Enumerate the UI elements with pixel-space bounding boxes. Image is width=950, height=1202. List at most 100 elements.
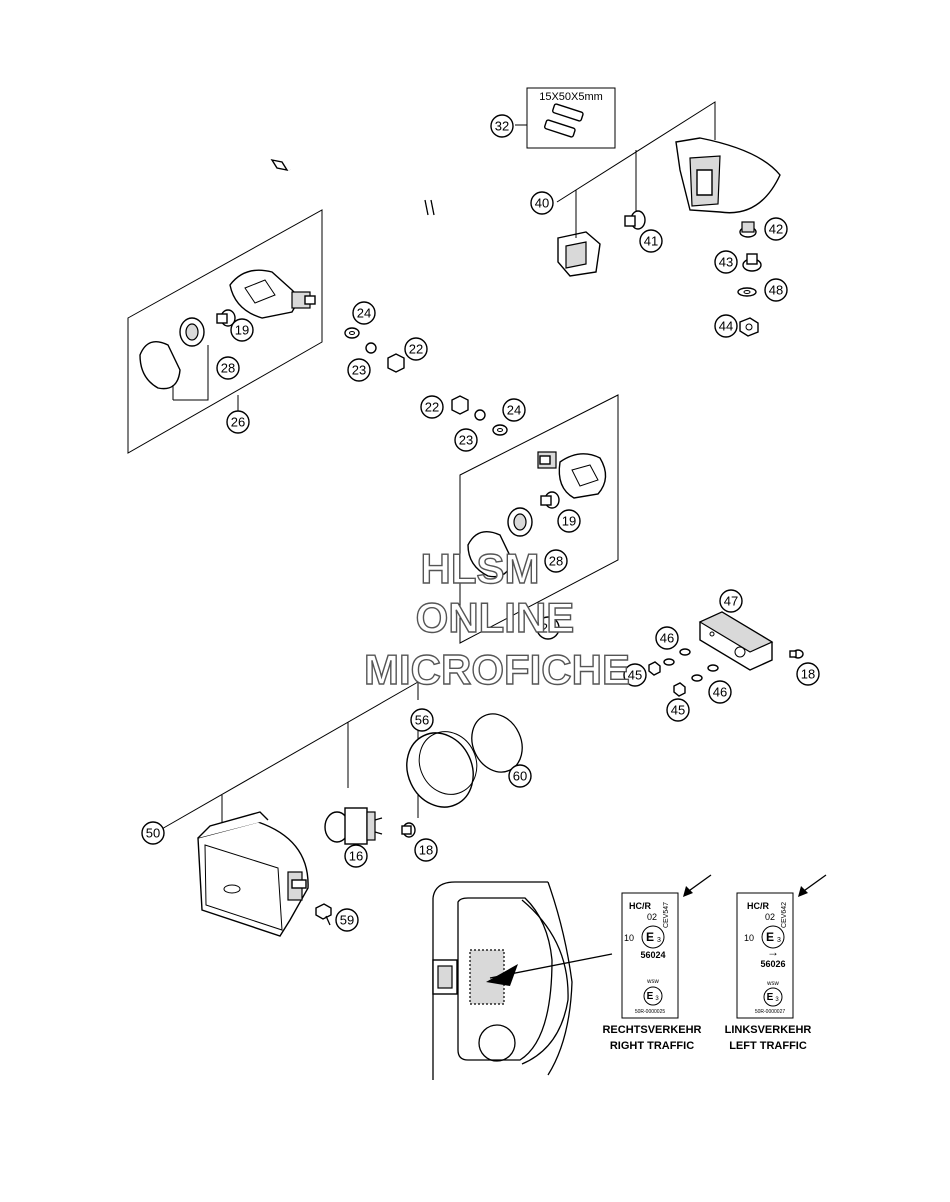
- callout-40[interactable]: 40: [530, 191, 554, 215]
- svg-text:24: 24: [357, 306, 371, 321]
- callout-26[interactable]: 26: [226, 410, 250, 434]
- label-right-hcr: HC/R: [629, 901, 651, 911]
- rear-light-cable: [270, 158, 601, 277]
- label-left-small-code: 50R-0000027: [755, 1009, 786, 1015]
- label-left-hcr: HC/R: [747, 901, 769, 911]
- svg-text:56: 56: [415, 713, 429, 728]
- watermark-line3: MICROFICHE: [364, 646, 630, 693]
- callout-28-b[interactable]: 28: [544, 549, 568, 573]
- svg-text:60: 60: [513, 769, 527, 784]
- svg-text:44: 44: [719, 319, 733, 334]
- label-left-02: 02: [765, 912, 775, 922]
- callout-24-a[interactable]: 24: [352, 301, 376, 325]
- license-plate-light: [648, 611, 804, 697]
- watermark-line2: ONLINE: [416, 594, 575, 641]
- label-left-wsw: wsw: [766, 981, 779, 987]
- svg-text:24: 24: [507, 403, 521, 418]
- label-left-caption-de: LINKSVERKEHR: [725, 1024, 812, 1036]
- label-left-number: 56026: [760, 959, 785, 969]
- callout-22-b[interactable]: 22: [420, 395, 444, 419]
- label-right-emark-sub: 3: [657, 937, 661, 944]
- label-left-emark2-sub: 3: [775, 997, 779, 1003]
- callout-41[interactable]: 41: [639, 229, 663, 253]
- callout-42[interactable]: 42: [764, 217, 788, 241]
- svg-text:26: 26: [231, 415, 245, 430]
- callout-45-b[interactable]: 45: [666, 698, 690, 722]
- spec-label: 15X50X5mm: [539, 91, 603, 103]
- svg-text:19: 19: [562, 514, 576, 529]
- label-left-emark: E: [766, 930, 774, 944]
- label-right-wsw: wsw: [646, 979, 659, 985]
- headlight-ring-56: [406, 731, 478, 808]
- callout-22-a[interactable]: 22: [404, 337, 428, 361]
- callout-48[interactable]: 48: [764, 278, 788, 302]
- callout-28-a[interactable]: 28: [216, 356, 240, 380]
- callout-50[interactable]: 50: [141, 821, 165, 845]
- svg-text:25: 25: [541, 621, 555, 636]
- callout-32[interactable]: 32: [490, 114, 514, 138]
- callout-44[interactable]: 44: [714, 314, 738, 338]
- label-right-emark2-sub: 3: [655, 996, 659, 1002]
- label-right-code-side: CEV547: [663, 902, 670, 928]
- label-right-emark: E: [646, 930, 654, 944]
- turn-signal-right: [467, 451, 607, 578]
- label-right-02: 02: [647, 912, 657, 922]
- headlight-seal-60: [471, 713, 523, 773]
- callout-46-b[interactable]: 46: [708, 680, 732, 704]
- label-left-emark2: E: [767, 992, 774, 1003]
- callout-layer: 32 40 41 42 43 48 44 24 22 23 19 28 26 2…: [141, 114, 820, 932]
- watermark-line1: HLSM: [421, 545, 540, 592]
- spec-pads-box: 15X50X5mm: [526, 87, 616, 149]
- svg-text:32: 32: [495, 119, 509, 134]
- turn-signal-left: [139, 269, 316, 390]
- rear-light-hardware: [737, 221, 762, 337]
- callout-25[interactable]: 25: [536, 616, 560, 640]
- turn-signal-left-frame: [127, 209, 323, 454]
- label-right-small-code: 50R-0000025: [635, 1009, 666, 1015]
- svg-text:42: 42: [769, 222, 783, 237]
- label-right-number: 56024: [640, 950, 665, 960]
- callout-45-a[interactable]: 45: [623, 663, 647, 687]
- callout-56[interactable]: 56: [410, 708, 434, 732]
- svg-text:28: 28: [221, 361, 235, 376]
- svg-text:23: 23: [352, 363, 366, 378]
- callout-19-b[interactable]: 19: [557, 509, 581, 533]
- parking-bulb-18: [401, 822, 416, 838]
- callout-59[interactable]: 59: [335, 908, 359, 932]
- svg-text:19: 19: [235, 323, 249, 338]
- callout-47[interactable]: 47: [719, 589, 743, 613]
- callout-23-a[interactable]: 23: [347, 358, 371, 382]
- label-left-10: 10: [744, 933, 754, 943]
- adjusting-screw-59: [315, 903, 332, 926]
- svg-text:18: 18: [419, 843, 433, 858]
- headlight-housing: [197, 811, 309, 937]
- callout-16[interactable]: 16: [344, 844, 368, 868]
- svg-text:46: 46: [660, 631, 674, 646]
- label-right-caption-en: RIGHT TRAFFIC: [610, 1040, 694, 1052]
- label-right-traffic: HC/R 02 CEV547 10 E 3 56024 wsw E 3 50R-…: [602, 874, 712, 1052]
- label-right-10: 10: [624, 933, 634, 943]
- label-right-caption-de: RECHTSVERKEHR: [602, 1024, 701, 1036]
- label-left-code-side: CEV642: [781, 902, 788, 928]
- callout-23-b[interactable]: 23: [454, 428, 478, 452]
- turn-signal-right-frame: [459, 394, 619, 644]
- svg-text:46: 46: [713, 685, 727, 700]
- callout-18-b[interactable]: 18: [414, 838, 438, 862]
- callout-19-a[interactable]: 19: [230, 318, 254, 342]
- callout-18-a[interactable]: 18: [796, 662, 820, 686]
- mounting-hardware-left: [344, 327, 405, 373]
- mounting-hardware-right: [451, 395, 508, 436]
- headlight-bulb-16: [324, 807, 383, 845]
- callout-43[interactable]: 43: [714, 250, 738, 274]
- callout-60[interactable]: 60: [508, 764, 532, 788]
- callout-24-b[interactable]: 24: [502, 398, 526, 422]
- svg-text:47: 47: [724, 594, 738, 609]
- svg-text:18: 18: [801, 667, 815, 682]
- callout-46-a[interactable]: 46: [655, 626, 679, 650]
- watermark: HLSM ONLINE MICROFICHE: [363, 544, 630, 693]
- svg-text:50: 50: [146, 826, 160, 841]
- label-left-caption-en: LEFT TRAFFIC: [729, 1040, 807, 1052]
- label-left-emark-sub: 3: [777, 937, 781, 944]
